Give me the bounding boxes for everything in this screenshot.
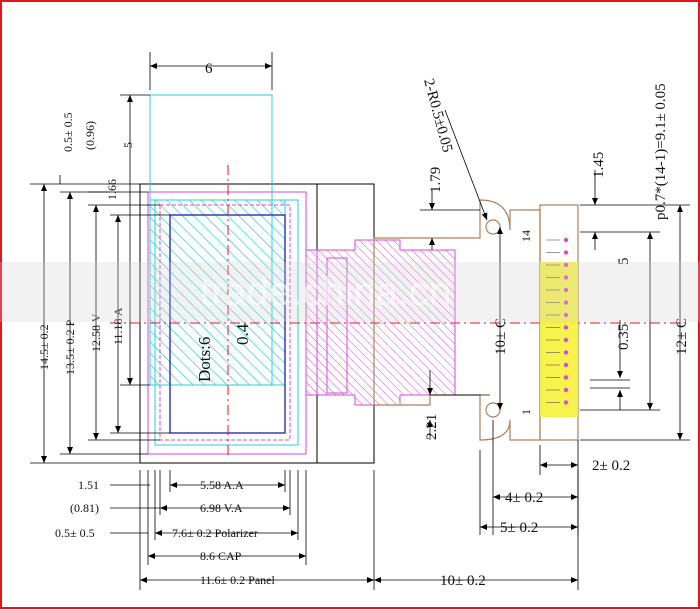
dim-10-c: 10± C: [493, 318, 509, 355]
dim-8-6: 8.6 CAP: [200, 549, 242, 563]
dim-1-66: 1.66: [105, 179, 119, 200]
dim-0-81: (0.81): [70, 501, 99, 515]
pin-dot: [563, 262, 569, 268]
dim-width-6: 6: [205, 61, 213, 77]
fpc-window: [326, 257, 348, 394]
dim-4: 4± 0.2: [505, 490, 543, 506]
dim-0-35: 0.35: [616, 324, 632, 350]
dim-1-45: 1.45: [591, 152, 607, 178]
pin-dot: [563, 375, 569, 380]
dim-5: 5: [121, 142, 135, 148]
pin-last-label: 14: [519, 230, 533, 242]
pin-dot: [563, 237, 569, 243]
pin-first-label: 1: [519, 409, 533, 415]
mount-hole-bottom: [485, 402, 501, 418]
dots-label: Dots:6: [195, 337, 214, 382]
dim-0-5: 0.5± 0.5: [61, 112, 75, 152]
dim-0-96: (0.96): [83, 121, 97, 150]
pin-dot: [563, 250, 569, 255]
pin-dots: [546, 237, 569, 405]
cyan-hatched-area: [149, 199, 286, 386]
pin-dot: [563, 387, 569, 393]
dim-14-5: 14.5± 0.2: [37, 324, 51, 370]
dim-6-98: 6.98 V.A: [200, 501, 243, 515]
dim-2-21: 2.21: [424, 414, 440, 440]
pin-dot: [563, 312, 569, 318]
yellow-band: [540, 262, 578, 417]
dim-1-51: 1.51: [78, 478, 99, 492]
dim-7-6: 7.6± 0.2 Polarizer: [172, 526, 258, 540]
dim-0-5b: 0.5± 0.5: [55, 526, 95, 540]
dim-1-79: 1.79: [428, 167, 444, 193]
dim-11-6: 11.6± 0.2 Panel: [200, 573, 275, 587]
watermark: trade.china.cn: [200, 270, 451, 314]
pin-dot: [563, 300, 569, 305]
pin-dot: [563, 325, 569, 330]
dots-label-2: 0.4: [233, 323, 252, 345]
pin-dot: [563, 350, 569, 355]
dim-2: 2± 0.2: [592, 458, 630, 474]
pin-dot: [563, 362, 569, 368]
dim-5-58: 5.58 A.A: [200, 478, 244, 492]
dim-r2: 2-R0.5±0.05: [420, 77, 455, 154]
pin-dot: [563, 287, 569, 293]
dim-5-bottom: 5± 0.2: [500, 520, 538, 536]
dim-pitch: p0.7*(14-1)=9.1± 0.05: [653, 83, 669, 220]
mount-hole-top: [485, 219, 501, 235]
dim-13-5: 13.5± 0.2 P: [63, 319, 77, 375]
dim-10: 10± 0.2: [440, 573, 486, 589]
watermark-band: [0, 262, 700, 322]
dim-11-18: 11.18 A: [111, 307, 125, 345]
pin-dot: [563, 400, 569, 405]
pin-dot: [563, 337, 569, 343]
pin-dot: [563, 275, 569, 280]
dim-12-c: 12± C: [674, 318, 690, 355]
dim-5-right: 5: [616, 258, 632, 266]
connector-body: [373, 199, 541, 441]
dim-12-58: 12.58 V: [89, 313, 103, 352]
